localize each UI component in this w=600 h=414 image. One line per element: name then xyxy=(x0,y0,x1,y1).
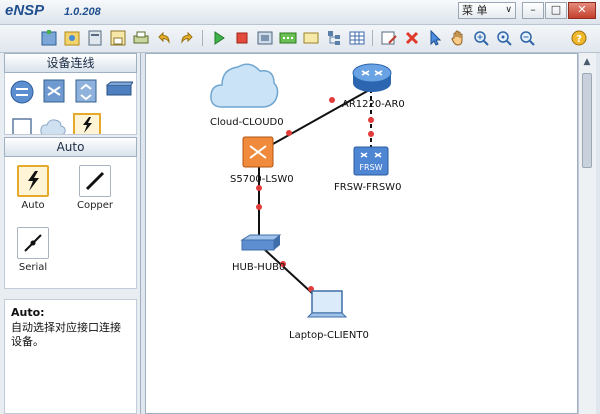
node-label-hub: HUB-HUB0 xyxy=(232,262,286,273)
device-category-list xyxy=(4,73,137,135)
minimize-button[interactable]: – xyxy=(522,2,544,19)
zoom-reset-icon[interactable] xyxy=(495,29,513,47)
link-router-switch[interactable] xyxy=(263,88,372,150)
node-label-switch: S5700-LSW0 xyxy=(230,174,294,185)
select-cursor-icon[interactable] xyxy=(426,29,444,47)
hub-icon[interactable] xyxy=(238,232,282,256)
title-bar: eNSP 1.0.208 菜 单 ∨ – □ ✕ xyxy=(0,0,600,25)
settings-icon[interactable] xyxy=(380,29,398,47)
serial-cable-icon xyxy=(24,234,42,252)
text-label-icon[interactable] xyxy=(302,29,320,47)
laptop-icon[interactable] xyxy=(306,288,348,324)
new-topology-icon[interactable] xyxy=(40,29,58,47)
undo-icon[interactable] xyxy=(155,29,173,47)
cable-auto[interactable]: Auto xyxy=(13,165,53,219)
port-indicator xyxy=(368,131,374,137)
pc-category-icon[interactable] xyxy=(11,117,33,135)
cable-type-list: Auto Copper Serial xyxy=(4,157,137,289)
cable-label: Serial xyxy=(18,262,48,273)
app-logo: eNSP xyxy=(5,2,45,19)
cable-serial[interactable]: Serial xyxy=(13,227,53,281)
description-text: 自动选择对应接口连接设备。 xyxy=(11,321,121,348)
devices-panel-header[interactable]: 设备连线 xyxy=(4,53,137,73)
save-icon[interactable] xyxy=(109,29,127,47)
firewall-category-icon[interactable] xyxy=(105,81,133,99)
copper-cable-icon xyxy=(85,171,105,191)
print-icon[interactable] xyxy=(132,29,150,47)
port-indicator xyxy=(286,130,292,136)
redo-icon[interactable] xyxy=(178,29,196,47)
node-label-router: AR1220-AR0 xyxy=(342,99,405,110)
main-menu-label: 菜 单 xyxy=(462,4,488,17)
router-icon[interactable] xyxy=(350,59,394,95)
description-title: Auto: xyxy=(11,306,45,319)
copper-cable-button[interactable] xyxy=(79,165,111,197)
chevron-down-icon: ∨ xyxy=(505,5,512,15)
topology-tree-icon[interactable] xyxy=(325,29,343,47)
zoom-in-icon[interactable] xyxy=(472,29,490,47)
switch-category-icon[interactable] xyxy=(41,77,67,105)
cable-copper[interactable]: Copper xyxy=(75,165,115,219)
switch-icon[interactable] xyxy=(240,134,276,170)
scrollbar-thumb[interactable] xyxy=(582,73,592,168)
cloud-icon[interactable] xyxy=(208,57,280,113)
port-indicator xyxy=(280,261,286,267)
auto-cable-button[interactable] xyxy=(17,165,49,197)
node-label-cloud: Cloud-CLOUD0 xyxy=(210,117,284,128)
svg-text:?: ? xyxy=(576,34,582,45)
cable-label: Copper xyxy=(76,200,114,211)
connection-lightning-icon xyxy=(83,117,92,133)
cli-icon[interactable] xyxy=(279,29,297,47)
port-indicator xyxy=(256,204,262,210)
open-icon[interactable] xyxy=(86,29,104,47)
close-button[interactable]: ✕ xyxy=(568,2,596,19)
cloud-category-icon[interactable] xyxy=(39,117,67,135)
port-indicator xyxy=(256,185,262,191)
topology-canvas[interactable]: Cloud-CLOUD0 AR1220-AR0 S5700-LSW0 FRSW … xyxy=(145,53,578,414)
auto-lightning-icon xyxy=(28,171,39,191)
start-device-icon[interactable] xyxy=(210,29,228,47)
router-category-icon[interactable] xyxy=(9,79,35,105)
left-panel: 设备连线 Auto Auto Copper Serial xyxy=(0,53,141,414)
delete-icon[interactable] xyxy=(403,29,421,47)
pan-hand-icon[interactable] xyxy=(449,29,467,47)
app-version: 1.0.208 xyxy=(64,6,101,18)
help-icon[interactable]: ? xyxy=(570,29,588,47)
wlan-category-icon[interactable] xyxy=(73,77,99,105)
frsw-icon[interactable]: FRSW xyxy=(351,144,391,178)
grid-icon[interactable] xyxy=(348,29,366,47)
node-label-laptop: Laptop-CLIENT0 xyxy=(289,330,369,341)
toolbar-separator xyxy=(372,30,373,46)
capture-icon[interactable] xyxy=(256,29,274,47)
port-indicator xyxy=(368,117,374,123)
canvas-vertical-scrollbar[interactable]: ▲ xyxy=(578,53,596,414)
port-indicator xyxy=(329,97,335,103)
toolbar: ? xyxy=(0,25,600,53)
serial-cable-button[interactable] xyxy=(17,227,49,259)
connections-category-button[interactable] xyxy=(73,113,101,134)
cable-label: Auto xyxy=(21,200,45,211)
frsw-badge-text: FRSW xyxy=(359,163,382,172)
scroll-up-arrow-icon[interactable]: ▲ xyxy=(583,57,591,67)
maximize-button[interactable]: □ xyxy=(545,2,567,19)
main-menu-button[interactable]: 菜 单 ∨ xyxy=(458,2,516,19)
stop-device-icon[interactable] xyxy=(233,29,251,47)
node-label-frsw: FRSW-FRSW0 xyxy=(334,182,402,193)
zoom-out-icon[interactable] xyxy=(518,29,536,47)
new-example-icon[interactable] xyxy=(63,29,81,47)
cables-panel-header[interactable]: Auto xyxy=(4,137,137,157)
toolbar-separator xyxy=(202,30,203,46)
cable-description-panel: Auto: 自动选择对应接口连接设备。 xyxy=(4,299,137,414)
